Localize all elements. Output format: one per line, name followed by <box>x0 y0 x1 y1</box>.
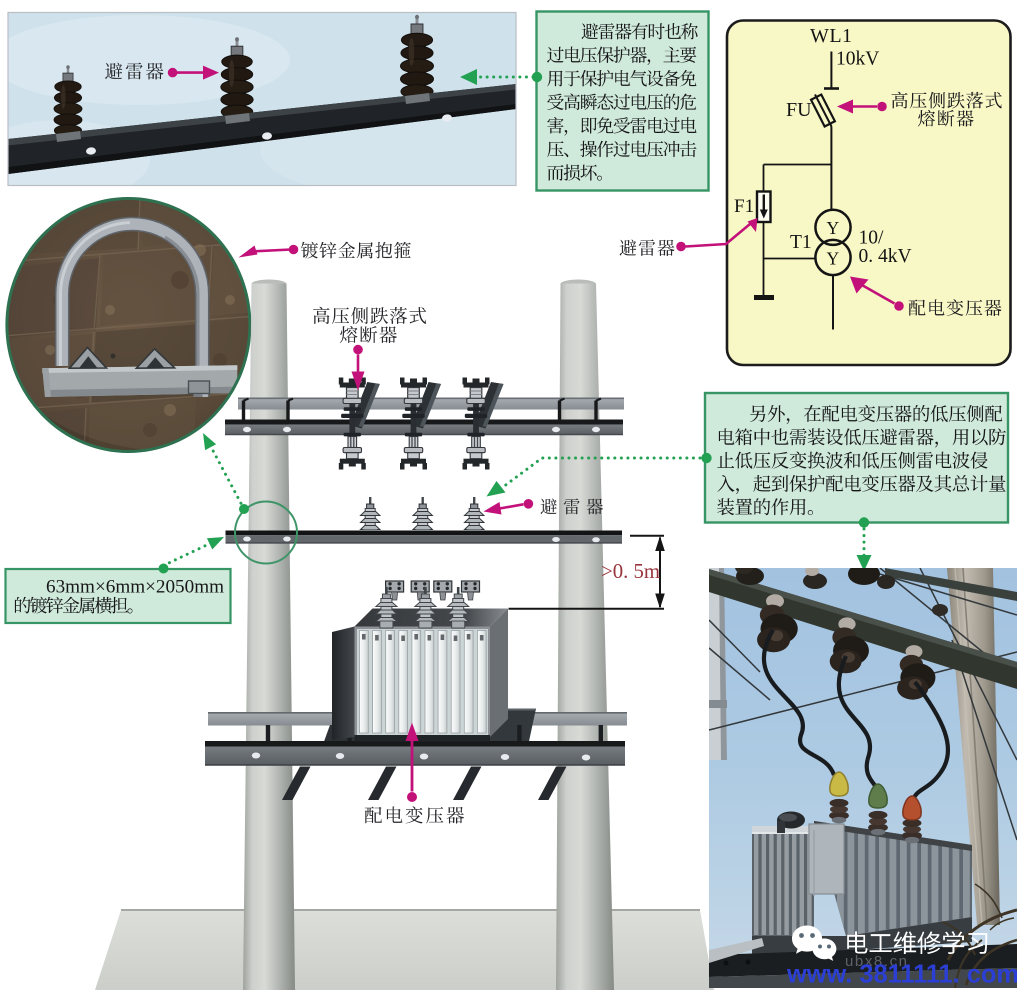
svg-text:T1: T1 <box>790 232 812 253</box>
svg-text:10kV: 10kV <box>836 49 879 70</box>
svg-text:10/: 10/ <box>859 228 885 249</box>
svg-text:Y: Y <box>827 249 840 269</box>
svg-text:F1: F1 <box>734 196 754 217</box>
svg-text:www. 3811111. com: www. 3811111. com <box>786 959 1019 989</box>
svg-text:ubx8.cn: ubx8.cn <box>845 953 907 970</box>
svg-text:WL1: WL1 <box>810 25 852 47</box>
svg-text:Y: Y <box>827 218 840 238</box>
svg-text:FU: FU <box>786 99 812 121</box>
svg-text:0. 4kV: 0. 4kV <box>859 246 912 267</box>
svg-text:63mm×6mm×2050mm: 63mm×6mm×2050mm <box>46 577 224 598</box>
svg-text:>0. 5m: >0. 5m <box>601 559 660 583</box>
